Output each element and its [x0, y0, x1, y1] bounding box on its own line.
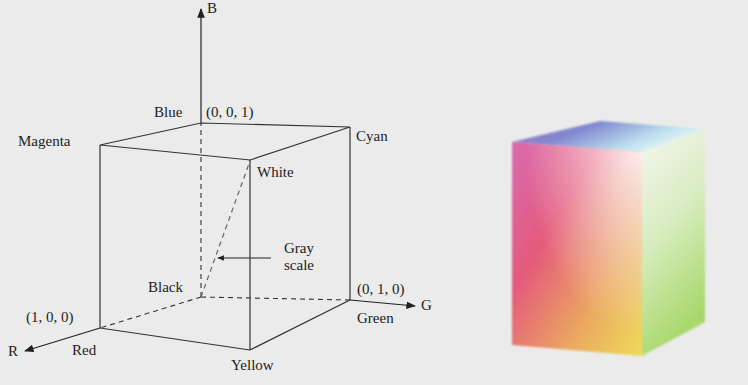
corner-label: Magenta — [18, 133, 70, 150]
axis-label: R — [8, 343, 18, 360]
axis-label: G — [421, 297, 432, 314]
cube-edges — [100, 123, 350, 350]
corner-label: White — [257, 164, 294, 181]
corner-label: Yellow — [231, 357, 274, 374]
gray-scale-diagonal — [201, 161, 250, 297]
axes — [25, 9, 415, 351]
corner-label: Black — [148, 279, 183, 296]
coordinate-label: (0, 0, 1) — [206, 104, 254, 121]
hidden-edges — [100, 123, 350, 328]
annotation-label: Gray scale — [276, 240, 322, 274]
corner-label: Green — [357, 310, 394, 327]
coordinate-label: (1, 0, 0) — [26, 309, 74, 326]
leader-line — [218, 257, 271, 258]
corner-label: Blue — [154, 104, 182, 121]
axis-label: B — [207, 0, 217, 17]
corner-label: Cyan — [356, 128, 388, 145]
coordinate-label: (0, 1, 0) — [357, 281, 405, 298]
color-cube — [512, 121, 705, 356]
corner-label: Red — [72, 342, 96, 359]
